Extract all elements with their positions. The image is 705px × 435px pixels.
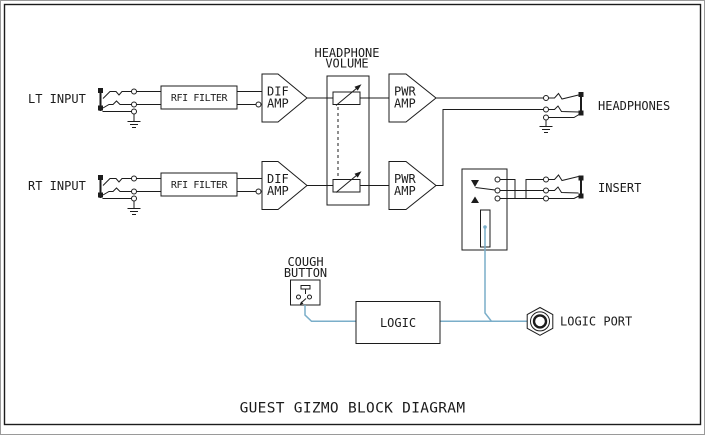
cough-logic-line: [304, 305, 356, 323]
contact-node: [543, 106, 549, 113]
wiper-arrowhead: [354, 171, 362, 178]
dif-amp-1: DIF AMP: [261, 73, 308, 123]
logic-section: COUGH BUTTON LOGIC LOGIC P: [284, 228, 632, 344]
logic-port-connector: LOGIC PORT: [526, 306, 632, 336]
logic-box-label: LOGIC: [380, 316, 416, 330]
tip-contact: [102, 178, 132, 186]
lt-input-jack: [98, 88, 141, 128]
tip-contact: [548, 174, 579, 182]
contact-node: [131, 101, 137, 108]
pushbutton-icon: [296, 285, 312, 305]
relay-wire-bottom: [500, 179, 544, 199]
rfi-filter-1-label: RFI FILTER: [171, 93, 229, 104]
jack-plug-cap: [578, 193, 584, 199]
contact-node: [131, 175, 137, 182]
ring-contact: [548, 105, 579, 113]
ring-contact: [102, 100, 132, 109]
contact-node: [543, 176, 549, 183]
cough-button: COUGH BUTTON: [284, 255, 327, 306]
relay-no-contact-icon: [471, 196, 479, 203]
ground-symbol: [127, 114, 141, 128]
dif-amp-1-label-1: DIF: [267, 85, 289, 99]
dif-amp-2: DIF AMP: [261, 161, 308, 210]
jack-plug-cap: [98, 105, 103, 111]
contact-node: [131, 108, 137, 115]
contact-node: [543, 195, 549, 202]
jack-plug-cap: [578, 175, 584, 181]
ground-symbol: [539, 120, 553, 133]
wire-right-to-headphones: [436, 109, 544, 186]
contact-node: [543, 95, 549, 101]
cough-label-2: BUTTON: [284, 266, 327, 280]
volume-pot-1: [332, 84, 362, 106]
jack-plug-cap: [98, 192, 103, 198]
rt-input-jack: [98, 175, 141, 215]
rfi-filter-1: RFI FILTER: [160, 85, 238, 110]
headphone-volume: HEADPHONE VOLUME: [314, 46, 380, 206]
lt-input-label: LT INPUT: [28, 92, 86, 106]
pwr-amp-1: PWR AMP: [388, 73, 437, 123]
pwr-amp-1-label-2: AMP: [394, 97, 416, 111]
sleeve-contact: [548, 195, 580, 199]
coil-terminal-dot: [483, 225, 487, 229]
insert-jack: INSERT: [543, 174, 641, 202]
logic-box: LOGIC: [355, 301, 441, 344]
connector-inner-ring: [532, 314, 548, 329]
jack-plug-cap: [98, 88, 103, 93]
inverting-input-bubble: [255, 101, 262, 108]
volume-label-1: HEADPHONE: [314, 46, 379, 60]
relay-logic-line: [484, 228, 493, 322]
insert-label: INSERT: [598, 181, 641, 195]
sleeve-contact: [548, 114, 580, 118]
relay-wire-top: [500, 179, 544, 199]
diagram-border: [3, 3, 702, 426]
contact-node: [131, 188, 137, 195]
pwr-amp-1-label-1: PWR: [394, 85, 416, 99]
pwr-amp-2: PWR AMP: [388, 161, 437, 210]
contact-node: [131, 195, 137, 202]
contact-node: [494, 187, 501, 194]
jack-plug-cap: [98, 175, 103, 180]
logic-port-label: LOGIC PORT: [560, 315, 632, 329]
dif-amp-1-label-2: AMP: [267, 97, 289, 111]
wiper-arrow: [335, 174, 358, 193]
ring-contact: [548, 186, 579, 194]
contact-node: [494, 176, 501, 183]
inverting-input-bubble: [255, 188, 262, 195]
jack-plug-cap: [578, 110, 584, 116]
tip-contact: [548, 92, 579, 100]
contact-node: [543, 187, 549, 194]
contact-node: [543, 114, 549, 121]
rt-input-label: RT INPUT: [28, 179, 86, 193]
pwr-amp-2-label-1: PWR: [394, 172, 416, 186]
volume-label-2: VOLUME: [325, 57, 368, 71]
volume-pot-2: [332, 171, 362, 193]
lt-channel: LT INPUT RFI FILTER: [28, 73, 389, 128]
relay-armature: [475, 187, 496, 191]
wiper-arrowhead: [354, 84, 362, 91]
volume-box: [326, 75, 370, 206]
rt-channel: RT INPUT RFI FILTER: [28, 161, 389, 215]
ring-contact: [102, 187, 132, 196]
contact-node: [131, 88, 137, 95]
cough-label-1: COUGH: [287, 255, 323, 269]
connector-outer-ring: [530, 311, 550, 332]
contact-node: [494, 195, 501, 202]
pwr-amp-2-label-2: AMP: [394, 184, 416, 198]
rfi-filter-2-label: RFI FILTER: [171, 180, 229, 191]
wiper-arrow: [335, 87, 358, 106]
dif-amp-2-label-1: DIF: [267, 172, 289, 186]
mute-relay: [461, 168, 544, 251]
headphones-jack: HEADPHONES: [539, 92, 670, 133]
tip-contact: [102, 91, 132, 99]
relay-nc-contact-icon: [471, 180, 479, 187]
ground-symbol: [127, 201, 141, 215]
headphones-label: HEADPHONES: [598, 99, 670, 113]
rfi-filter-2: RFI FILTER: [160, 172, 238, 197]
dif-amp-2-label-2: AMP: [267, 184, 289, 198]
jack-plug-cap: [578, 92, 584, 97]
diagram-title: GUEST GIZMO BLOCK DIAGRAM: [240, 401, 466, 417]
